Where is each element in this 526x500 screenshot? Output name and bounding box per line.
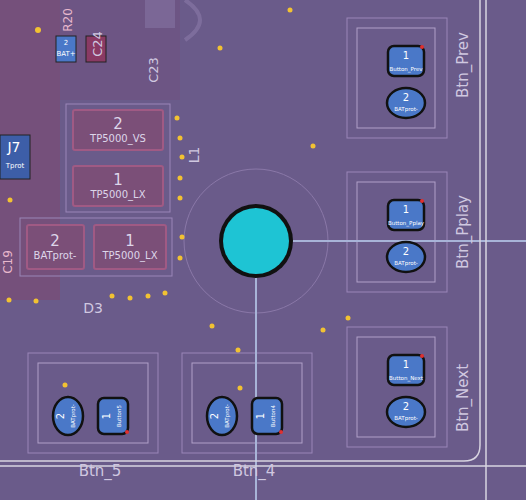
net-name: BATprot- [394,261,418,267]
pad-number: 2 [403,93,409,103]
net-name: Button4 [271,405,277,427]
net-name: TP5000_LX [90,189,145,200]
smd-pad: 2TP5000_VS [72,109,164,151]
net-name: Button5 [117,405,123,427]
pad-number: 2 [403,247,409,257]
reference-designator: C23 [147,57,160,83]
net-name: BATprot- [225,404,231,428]
net-name: TP5000_LX [102,250,157,261]
button-name: Btn_Prev [456,32,471,98]
pad-number: 1 [256,413,266,419]
pad-number: 1 [102,413,112,419]
pad-number: 1 [125,233,135,250]
net-name: Button_Prev [389,67,422,73]
net-name: Tprot [6,163,24,170]
pad-number: 2 [64,40,68,47]
reference-designator: L1 [187,147,201,164]
net-name: Button_Next [389,376,423,382]
button-name: Btn_4 [233,464,276,479]
pad-number: 2 [210,413,220,419]
net-name: TP5000_VS [90,133,146,144]
net-name: BATprot- [71,404,77,428]
pad-number: 1 [403,360,409,370]
reference-designator: R20 [62,8,74,32]
net-name: BATprot- [394,416,418,422]
pad-number: 2 [113,116,123,133]
smd-pad: 1TP5000_LX [72,165,164,207]
reference-designator: D3 [83,301,103,315]
pad-number: 1 [113,172,123,189]
pad-number: 1 [403,51,409,61]
button-name: Btn_5 [79,464,122,479]
reference-designator: C19 [2,250,14,274]
reference-designator: C24 [91,31,104,57]
pad-number: 1 [403,205,409,215]
reference-designator: J7 [7,140,20,154]
smd-pad: 1TP5000_LX [93,224,167,270]
button-name: Btn_Pplay [456,195,471,269]
net-name: Button_Pplay [388,221,424,227]
pad-number: 2 [50,233,60,250]
smd-pad: 2BATprot- [26,224,85,270]
pad-number: 2 [403,402,409,412]
pad-number: 2 [56,413,66,419]
net-name: BATprot- [34,250,77,261]
net-name: BAT+ [56,51,75,58]
button-name: Btn_Next [456,364,471,432]
net-name: BATprot- [394,107,418,113]
